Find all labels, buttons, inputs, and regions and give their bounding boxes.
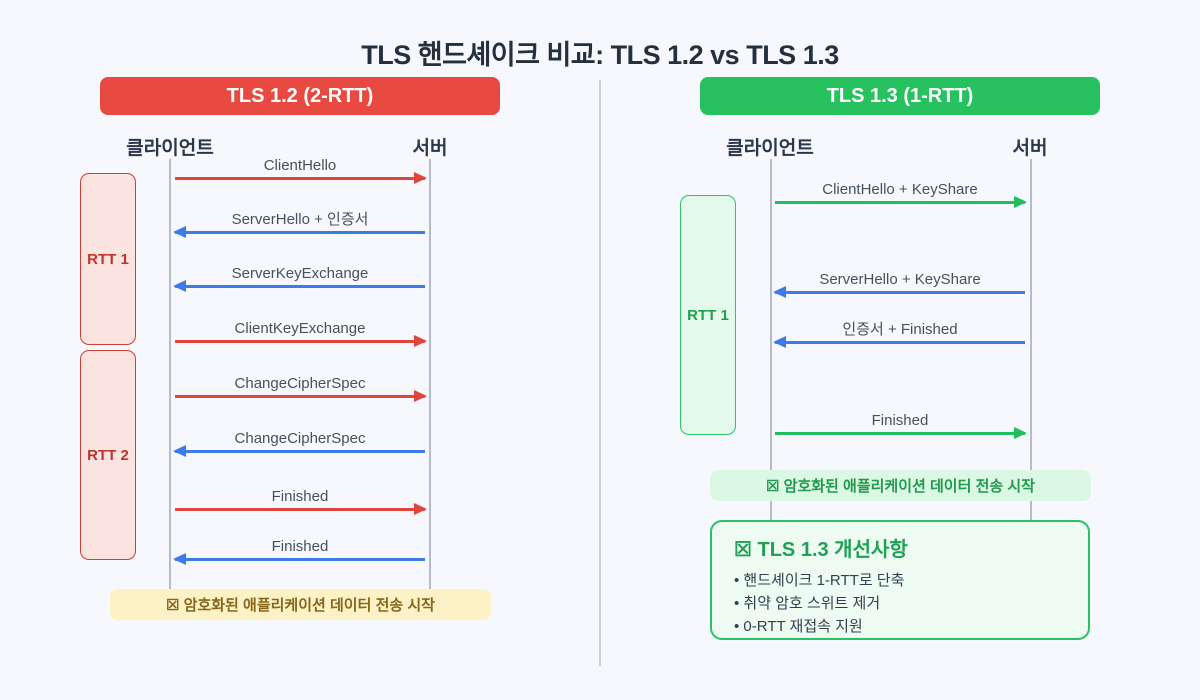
message-label: ChangeCipherSpec: [234, 430, 366, 447]
tls13-improvements-box: ☒ TLS 1.3 개선사항 핸드셰이크 1-RTT로 단축 취약 암호 스위트…: [710, 520, 1090, 640]
tls12-msg-clienthello: ClientHello: [175, 157, 427, 184]
tls12-server-label: 서버: [412, 138, 448, 159]
message-label: ClientKeyExchange: [234, 320, 366, 337]
tls13-msg-clienthello-keyshare: ClientHello + KeyShare: [775, 181, 1027, 208]
tls13-rtt1-box: RTT 1: [680, 195, 736, 435]
improvements-title: ☒ TLS 1.3 개선사항: [734, 539, 908, 561]
panel-divider: [599, 80, 601, 666]
tls12-msg-clientkeyexchange: ClientKeyExchange: [175, 320, 427, 347]
tls13-client-label: 클라이언트: [726, 138, 814, 159]
tls12-client-lifeline: [169, 159, 171, 590]
tls12-client-label: 클라이언트: [126, 138, 214, 159]
message-label: ClientHello + KeyShare: [822, 181, 978, 198]
arrow-left-icon: [773, 286, 1025, 298]
arrow-right-icon: [775, 196, 1027, 208]
message-label: ClientHello: [263, 157, 337, 174]
tls12-rtt1-label: RTT 1: [87, 250, 129, 268]
tls12-header: TLS 1.2 (2-RTT): [100, 77, 500, 115]
tls12-rtt1-box: RTT 1: [80, 173, 136, 345]
page-title: TLS 핸드셰이크 비교: TLS 1.2 vs TLS 1.3: [361, 40, 839, 70]
improvement-item: 취약 암호 스위트 제거: [734, 592, 1066, 615]
tls12-msg-serverkeyexchange: ServerKeyExchange: [173, 265, 425, 292]
arrow-right-icon: [175, 172, 427, 184]
tls13-server-lifeline: [1030, 159, 1032, 640]
message-label: ServerKeyExchange: [231, 265, 369, 282]
message-label: ChangeCipherSpec: [234, 375, 366, 392]
arrow-right-icon: [775, 427, 1027, 439]
arrow-left-icon: [173, 280, 425, 292]
improvement-item: 핸드셰이크 1-RTT로 단축: [734, 569, 1066, 592]
tls12-server-lifeline: [429, 159, 431, 590]
tls12-encrypted-data-note: ☒ 암호화된 애플리케이션 데이터 전송 시작: [110, 589, 491, 620]
tls13-rtt1-label: RTT 1: [687, 306, 729, 324]
message-label: 인증서 + Finished: [842, 321, 958, 338]
tls13-encrypted-data-note: ☒ 암호화된 애플리케이션 데이터 전송 시작: [710, 470, 1091, 501]
message-label: Finished: [871, 412, 929, 429]
arrow-left-icon: [173, 553, 425, 565]
message-label: ServerHello + KeyShare: [819, 271, 981, 288]
tls13-client-lifeline: [770, 159, 772, 640]
tls13-header: TLS 1.3 (1-RTT): [700, 77, 1100, 115]
tls12-msg-finished-s2c: Finished: [173, 538, 425, 565]
tls12-msg-changecipherspec-c2s: ChangeCipherSpec: [175, 375, 427, 402]
tls12-rtt2-box: RTT 2: [80, 350, 136, 560]
tls13-msg-serverhello-keyshare: ServerHello + KeyShare: [773, 271, 1025, 298]
tls13-msg-cert-finished: 인증서 + Finished: [773, 321, 1025, 348]
message-label: ServerHello + 인증서: [231, 211, 369, 228]
message-label: Finished: [271, 488, 329, 505]
tls12-rtt2-label: RTT 2: [87, 446, 129, 464]
message-label: Finished: [271, 538, 329, 555]
tls12-msg-serverhello-cert: ServerHello + 인증서: [173, 211, 425, 238]
tls12-msg-finished-c2s: Finished: [175, 488, 427, 515]
arrow-left-icon: [773, 336, 1025, 348]
arrow-right-icon: [175, 335, 427, 347]
arrow-right-icon: [175, 503, 427, 515]
tls13-msg-finished: Finished: [775, 412, 1027, 439]
arrow-left-icon: [173, 445, 425, 457]
tls12-msg-changecipherspec-s2c: ChangeCipherSpec: [173, 430, 425, 457]
tls13-server-label: 서버: [1012, 138, 1048, 159]
arrow-right-icon: [175, 390, 427, 402]
improvement-item: 0-RTT 재접속 지원: [734, 615, 1066, 638]
arrow-left-icon: [173, 226, 425, 238]
